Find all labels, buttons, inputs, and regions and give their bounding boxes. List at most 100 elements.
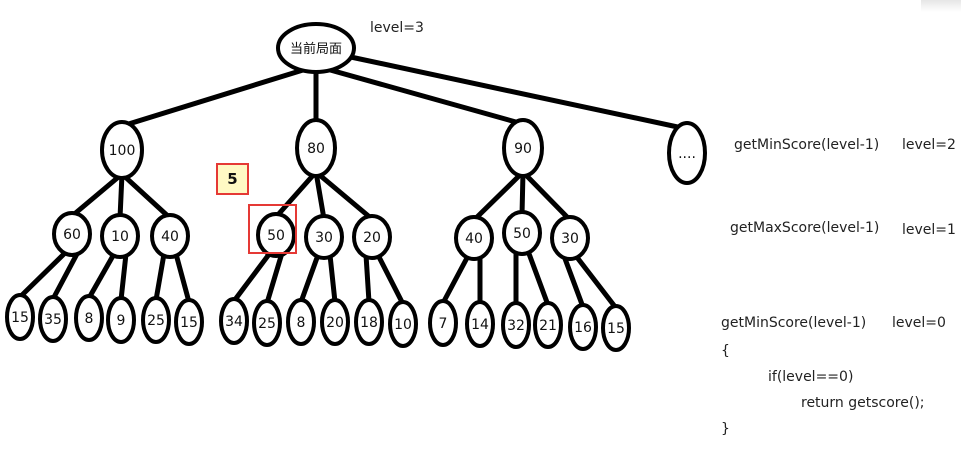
level0-call: getMinScore(level-1): [721, 315, 867, 331]
edge-l1-0-1: [117, 171, 125, 221]
node-l2-0-1-label: 10: [111, 229, 129, 245]
node-l2-0-2: 40: [150, 213, 190, 259]
node-l2-2-2-label: 30: [561, 231, 579, 247]
edge-l2-1-1-1: [327, 252, 338, 305]
leaf-2-2-0: 16: [568, 303, 598, 351]
leaf-0-1-0-label: 8: [85, 311, 94, 327]
root-node-shape: [276, 22, 356, 74]
edge-l2-0-2-1: [173, 251, 192, 305]
node-l1-1-label: 80: [307, 141, 325, 157]
node-l2-1-1: 30: [304, 214, 344, 260]
leaf-0-2-1-label: 15: [180, 315, 198, 331]
level0-note: level=0: [892, 315, 946, 331]
leaf-1-1-1: 20: [320, 298, 350, 346]
leaf-1-0-1-label: 25: [258, 316, 276, 332]
leaf-0-0-0-shape: [5, 293, 35, 341]
leaf-0-0-0-label: 15: [11, 310, 29, 326]
node-l1-3-label: ....: [678, 146, 696, 162]
root-node-label: 当前局面: [290, 41, 342, 57]
code-line-return: return getscore();: [801, 395, 925, 411]
edge-l2-0-2-0: [153, 251, 167, 303]
leaf-1-1-1-label: 20: [326, 315, 344, 331]
edge-l2-2-0-0: [440, 253, 471, 306]
leaf-1-1-1-shape: [320, 298, 350, 346]
corner-shade: [921, 0, 961, 12]
node-l1-2-shape: [502, 118, 544, 178]
leaf-2-2-1-shape: [601, 304, 631, 352]
edge-l2-2-2-1: [573, 253, 619, 311]
node-l2-1-0-label: 50: [267, 228, 285, 244]
node-l1-0-shape: [100, 120, 144, 180]
tree-edges: [17, 53, 690, 311]
edge-l2-1-1-0: [298, 252, 321, 305]
leaf-0-1-1-shape: [106, 296, 136, 344]
node-l2-1-0-shape: [256, 212, 296, 258]
level1-call: getMaxScore(level-1): [730, 220, 880, 236]
leaf-1-0-0: 34: [219, 297, 249, 345]
root-level-note: level=3: [370, 20, 424, 36]
edge-l1-1-1: [313, 169, 327, 222]
level1-note: level=1: [902, 222, 956, 238]
edge-l2-2-1-1: [525, 248, 551, 308]
leaf-1-2-1-label: 10: [394, 317, 412, 333]
leaf-0-0-1-label: 35: [44, 312, 62, 328]
leaf-2-2-0-label: 16: [574, 320, 592, 336]
leaf-2-2-1: 15: [601, 304, 631, 352]
root-node: 当前局面: [276, 22, 356, 74]
leaf-1-2-0: 18: [354, 298, 384, 346]
leaf-0-1-0-shape: [74, 294, 104, 342]
leaf-0-1-1: 9: [106, 296, 136, 344]
leaf-2-1-1-label: 21: [539, 318, 557, 334]
node-l2-1-2-label: 20: [363, 230, 381, 246]
edge-l1-0-0: [69, 171, 125, 219]
node-l2-2-1-label: 50: [513, 226, 531, 242]
node-l1-1: 80: [295, 118, 337, 178]
leaf-0-1-0: 8: [74, 294, 104, 342]
annotation-box: 5: [216, 163, 249, 195]
node-l1-3: ....: [667, 121, 707, 185]
node-l2-0-0: 60: [52, 211, 92, 257]
node-l2-1-1-shape: [304, 214, 344, 260]
leaf-0-0-1-shape: [38, 295, 68, 343]
edge-l1-2-1: [519, 169, 526, 218]
edge-root-3: [343, 53, 690, 132]
node-l2-1-0: 50: [256, 212, 296, 258]
edge-root-2: [313, 63, 526, 127]
leaf-0-2-0: 25: [141, 296, 171, 344]
leaf-2-2-0-shape: [568, 303, 598, 351]
edge-l2-0-0-0: [17, 249, 69, 300]
node-l1-0: 100: [100, 120, 144, 180]
node-l2-0-0-shape: [52, 211, 92, 257]
leaf-1-2-1-shape: [388, 300, 418, 348]
leaf-2-0-0-shape: [428, 299, 458, 347]
leaf-2-0-0: 7: [428, 299, 458, 347]
level2-call: getMinScore(level-1): [734, 137, 880, 153]
level2-note: level=2: [902, 137, 956, 153]
leaf-1-0-1-shape: [252, 299, 282, 347]
node-l1-1-shape: [295, 118, 337, 178]
leaf-2-0-0-label: 7: [439, 316, 448, 332]
leaf-2-1-1-shape: [533, 301, 563, 349]
node-l2-0-1-shape: [100, 213, 140, 259]
edge-l2-1-0-0: [231, 250, 273, 304]
edge-l2-0-0-1: [50, 249, 81, 302]
leaf-0-2-1: 15: [174, 298, 204, 346]
edge-l2-1-2-1: [375, 252, 406, 307]
node-l1-2-label: 90: [514, 141, 532, 157]
edge-l2-2-2-0: [561, 253, 586, 310]
node-l1-2: 90: [502, 118, 544, 178]
leaf-1-1-0: 8: [286, 298, 316, 346]
edge-l2-1-2-0: [363, 252, 372, 305]
node-l2-0-0-label: 60: [63, 227, 81, 243]
node-l2-2-2-shape: [550, 215, 590, 261]
edge-l1-0-2: [119, 171, 173, 221]
edge-l1-1-2: [313, 169, 375, 222]
node-l1-0-label: 100: [109, 143, 136, 159]
leaf-1-0-0-shape: [219, 297, 249, 345]
edge-root-0: [119, 63, 319, 129]
node-l2-1-2: 20: [352, 214, 392, 260]
leaf-2-0-1-label: 14: [471, 317, 489, 333]
leaf-2-2-1-label: 15: [607, 321, 625, 337]
edge-l2-0-1-1: [118, 251, 129, 303]
